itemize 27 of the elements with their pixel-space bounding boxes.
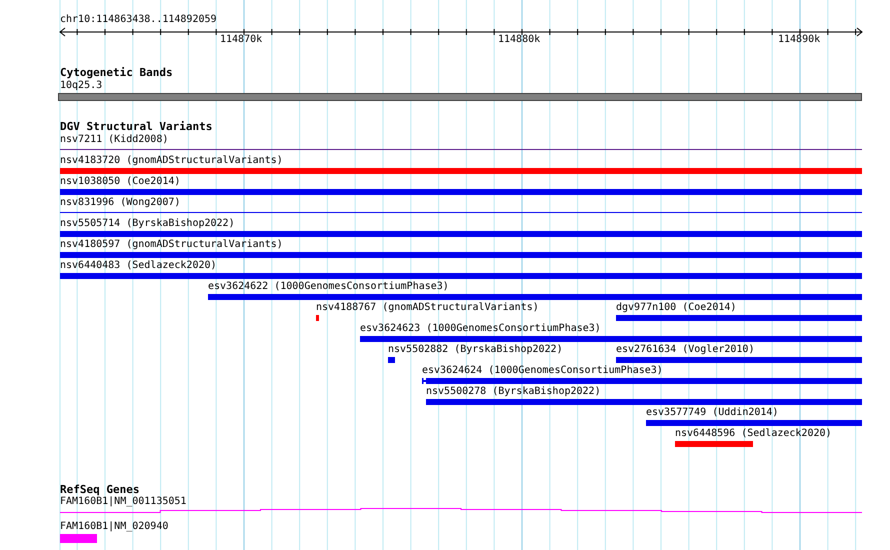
feature-label: nsv4180597 (gnomADStructuralVariants) [60,239,283,251]
feature-label: nsv5505714 (ByrskaBishop2022) [60,218,235,230]
feature-label: nsv6440483 (Sedlazeck2020) [60,260,217,272]
gene-label: FAM160B1|NM_020940 [60,521,168,533]
track-title: RefSeq Genes [60,484,140,496]
feature-label: nsv831996 (Wong2007) [60,197,180,209]
feature-label: nsv6448596 (Sedlazeck2020) [675,428,832,440]
feature-label: esv3577749 (Uddin2014) [646,407,778,419]
feature-label: esv3624622 (1000GenomesConsortiumPhase3) [208,281,449,293]
feature-label: nsv5500278 (ByrskaBishop2022) [426,386,601,398]
feature-label: dgv977n100 (Coe2014) [616,302,736,314]
band-label: 10q25.3 [60,80,102,92]
feature-label: esv3624623 (1000GenomesConsortiumPhase3) [360,323,601,335]
feature-label: nsv7211 (Kidd2008) [60,134,168,146]
track-title: DGV Structural Variants [60,121,212,133]
feature-label: nsv1038050 (Coe2014) [60,176,180,188]
feature-label: nsv4188767 (gnomADStructuralVariants) [316,302,539,314]
tick-label: 114890k [778,34,820,46]
feature-label: esv3624624 (1000GenomesConsortiumPhase3) [422,365,663,377]
tick-label: 114880k [498,34,540,46]
track-title: Cytogenetic Bands [60,67,173,79]
feature-label: nsv5502882 (ByrskaBishop2022) [388,344,563,356]
feature-label: nsv4183720 (gnomADStructuralVariants) [60,155,283,167]
tick-label: 114870k [220,34,262,46]
coordinate-label: chr10:114863438..114892059 [60,14,217,26]
gene-label: FAM160B1|NM_001135051 [60,496,186,508]
feature-label: esv2761634 (Vogler2010) [616,344,754,356]
